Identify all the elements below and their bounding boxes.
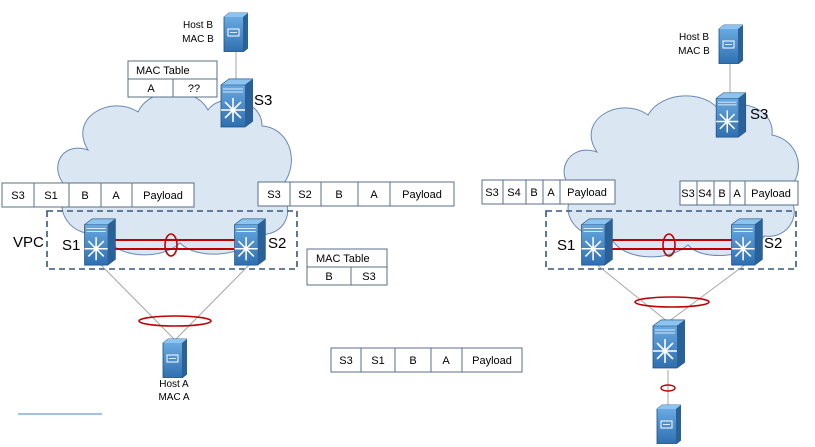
frame-left-right-field-5: Payload: [567, 187, 607, 199]
host-a-icon: [162, 338, 187, 378]
switch-s3-label-right: S3: [750, 106, 768, 123]
switch-s2-icon-right: [730, 218, 763, 266]
frame-left-field-4: A: [112, 190, 120, 202]
host-b-label-line2: MAC B: [182, 34, 214, 45]
downstream-port-channel: [660, 384, 676, 392]
frame-right-right: S3 S4 B A Payload: [679, 180, 799, 206]
frame-right-right-field-4: A: [733, 188, 741, 200]
mac-table-right-title: MAC Table: [316, 253, 370, 265]
mac-table-top-mac: A: [147, 83, 155, 95]
frame-left-right-field-4: A: [547, 187, 555, 199]
host-b-icon: [223, 12, 248, 52]
switch-s1-icon: [83, 218, 116, 266]
switch-s1-label: S1: [62, 237, 80, 254]
frame-right-right-field-3: B: [718, 188, 725, 200]
switch-s1-icon-right: [580, 218, 613, 266]
frame-right-field-1: S3: [267, 189, 280, 201]
frame-left-right-field-3: B: [530, 187, 537, 199]
vpc-port-channel-right: [634, 296, 710, 308]
frame-left-field-3: B: [81, 190, 88, 202]
host-a-label-line2: MAC A: [158, 392, 189, 403]
link-s2-downstream: [667, 263, 747, 323]
frame-right-field-2: S2: [298, 189, 311, 201]
mac-table-right: MAC Table B S3: [306, 248, 388, 286]
frame-right-field-4: A: [370, 189, 378, 201]
host-a-icon-right: [656, 404, 681, 444]
peer-link-port-channel-right: [662, 233, 676, 257]
frame-right-field-5: Payload: [402, 189, 442, 201]
frame-left-field-1: S3: [11, 190, 24, 202]
frame-left-right-field-1: S3: [485, 187, 498, 199]
switch-s1-label-right: S1: [557, 237, 575, 254]
frame-bottom-field-2: S1: [371, 355, 384, 367]
frame-right-right-field-5: Payload: [751, 188, 791, 200]
peer-link-port-channel: [164, 233, 178, 257]
host-a-label-line1: Host A: [159, 379, 189, 390]
frame-left-field-2: S1: [44, 190, 57, 202]
mac-table-right-mac: B: [325, 271, 332, 283]
frame-right-right-field-1: S3: [681, 188, 694, 200]
vpc-label: VPC: [13, 234, 44, 251]
frame-left: S3 S1 B A Payload: [1, 182, 195, 208]
frame-right-right-field-2: S4: [698, 188, 711, 200]
frame-left-field-5: Payload: [143, 190, 183, 202]
switch-s2-icon: [233, 218, 266, 266]
frame-bottom-field-4: A: [442, 355, 450, 367]
frame-right-field-3: B: [335, 189, 342, 201]
switch-s2-label-right: S2: [764, 235, 782, 252]
host-b-label-right-line2: MAC B: [678, 46, 710, 57]
frame-bottom-field-5: Payload: [472, 355, 512, 367]
mac-table-right-port: S3: [362, 271, 375, 283]
frame-bottom: S3 S1 B A Payload: [330, 347, 523, 373]
frame-right: S3 S2 B A Payload: [257, 181, 455, 207]
downstream-switch-icon: [652, 319, 685, 369]
mac-table-top-title: MAC Table: [136, 65, 190, 77]
frame-left-right-field-2: S4: [507, 187, 520, 199]
mac-table-top: MAC Table A ??: [127, 60, 218, 98]
vpc-port-channel: [138, 315, 212, 327]
host-b-label-right-line1: Host B: [679, 32, 709, 43]
host-b-label-line1: Host B: [183, 20, 213, 31]
switch-s3-icon: [220, 78, 253, 128]
mac-table-top-port: ??: [188, 83, 200, 95]
frame-bottom-field-1: S3: [339, 355, 352, 367]
vpc-domain-box: [46, 210, 298, 270]
host-b-icon-right: [718, 24, 743, 64]
vpc-domain-box-right: [545, 210, 797, 270]
frame-left-right: S3 S4 B A Payload: [481, 179, 616, 205]
link-s1-downstream: [595, 263, 669, 323]
frame-bottom-field-3: B: [409, 355, 416, 367]
link-s1-hosta: [99, 263, 176, 341]
switch-s2-label: S2: [268, 235, 286, 252]
switch-s3-icon-right: [715, 92, 747, 138]
switch-s3-label: S3: [254, 92, 272, 109]
link-s2-hosta: [174, 263, 251, 341]
